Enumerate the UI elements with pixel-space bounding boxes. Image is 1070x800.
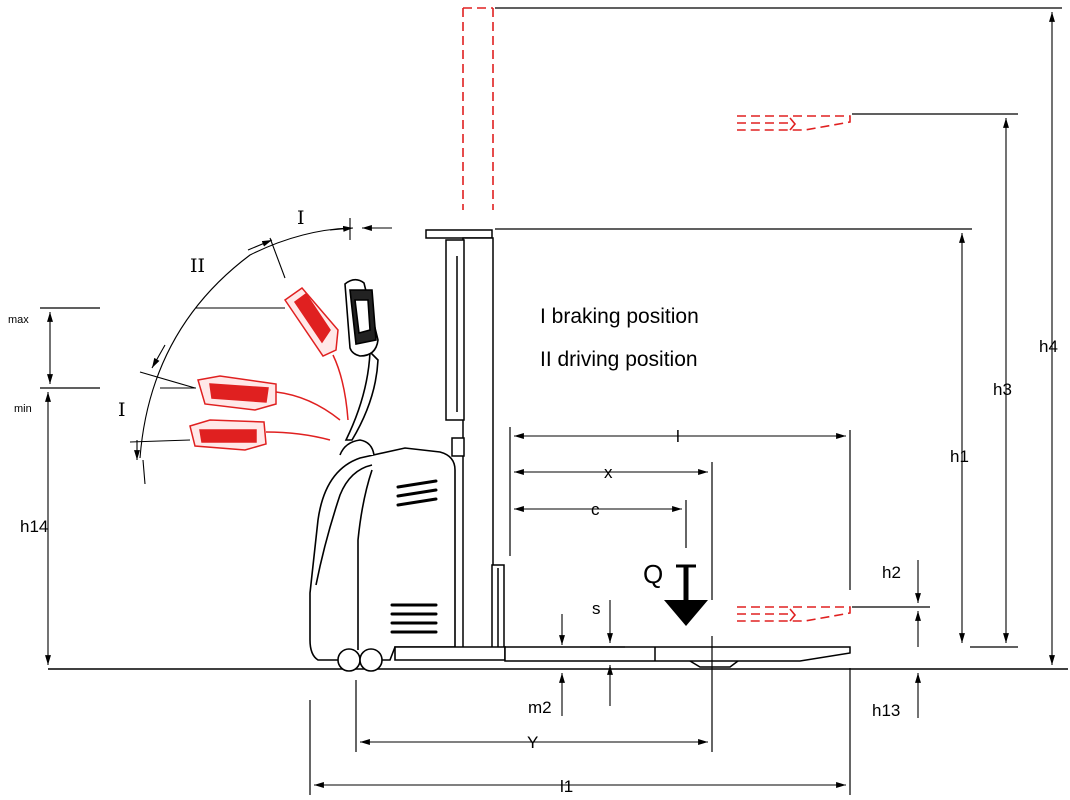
label-Q: Q: [643, 559, 663, 589]
label-h2: h2: [882, 563, 901, 582]
load-arrow: [664, 564, 708, 626]
arc-arrow-II: [151, 344, 166, 369]
truck-vent-top: [396, 479, 438, 507]
mast: [425, 229, 505, 654]
label-x: x: [604, 463, 613, 482]
raised-mast: [462, 7, 494, 210]
label-h3: h3: [993, 380, 1012, 399]
label-min: min: [14, 403, 32, 415]
arc-arrow-I-top: [329, 225, 354, 232]
label-h14: h14: [20, 517, 48, 536]
tiller-arm: [344, 278, 379, 441]
label-c: c: [591, 500, 600, 519]
truck-vent-bottom: [390, 603, 438, 634]
label-Y: Y: [527, 733, 538, 752]
label-l: l: [676, 427, 680, 446]
label-m2: m2: [528, 698, 552, 717]
legend-braking: I braking position: [540, 305, 699, 328]
raised-fork-h2: [737, 606, 851, 622]
label-l1: l1: [560, 777, 573, 796]
label-s: s: [592, 599, 601, 618]
label-max: max: [8, 314, 29, 326]
arc-arrow-II-top: [247, 239, 273, 251]
raised-fork-h3: [737, 115, 851, 131]
label-roman-I-top: I: [297, 207, 305, 229]
label-h13: h13: [872, 701, 900, 720]
tiller-ghosts: [189, 286, 349, 451]
tiller-arcs: [129, 218, 392, 485]
label-roman-I-low: I: [118, 399, 126, 421]
label-h1: h1: [950, 447, 969, 466]
reference-lines: [309, 427, 1018, 795]
max-min-lines: [40, 307, 100, 389]
label-roman-II: II: [190, 255, 205, 277]
lowered-forks: [504, 646, 851, 668]
label-h4: h4: [1039, 337, 1058, 356]
legend-driving: II driving position: [540, 348, 698, 371]
